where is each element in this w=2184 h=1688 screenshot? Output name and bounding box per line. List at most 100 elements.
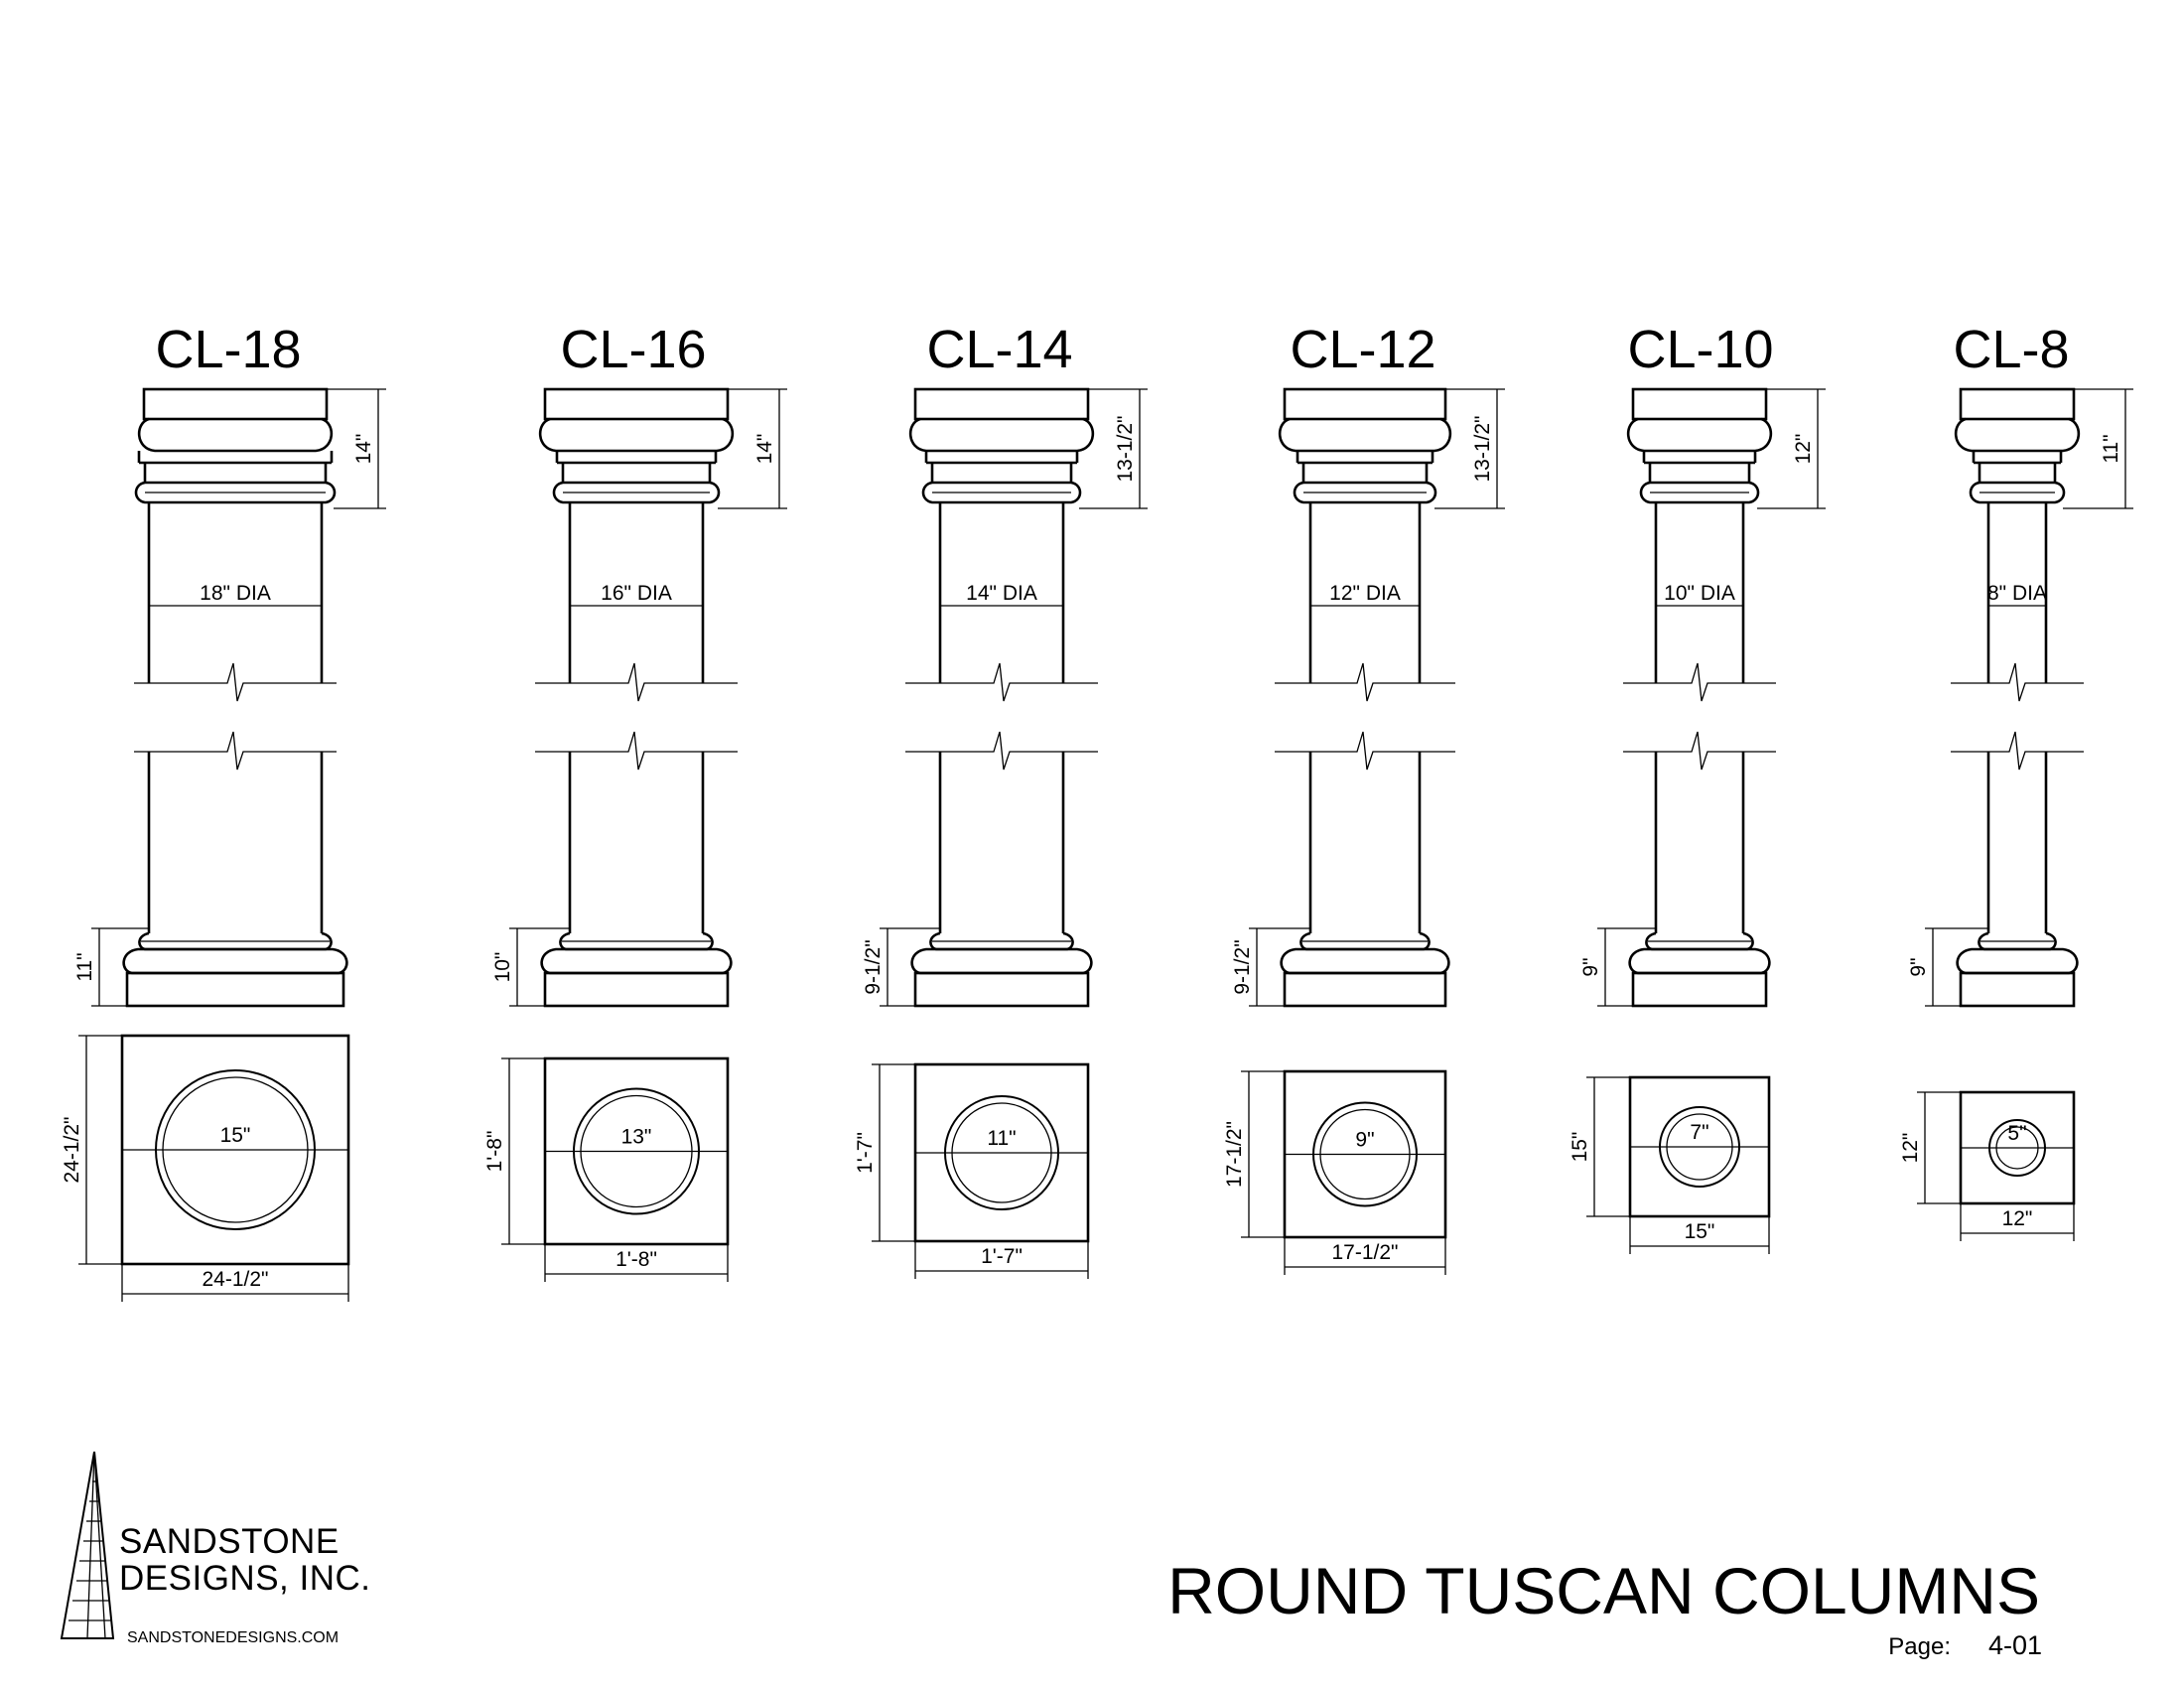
base-height-label: 10" bbox=[491, 952, 514, 983]
shaft: 12" DIA bbox=[1275, 502, 1455, 933]
plinth bbox=[543, 971, 730, 1008]
page-number: 4-01 bbox=[1988, 1630, 2042, 1660]
plan-circle-label: 9" bbox=[1355, 1129, 1374, 1152]
plan-circle-label: 7" bbox=[1690, 1121, 1708, 1144]
sandstone-logo bbox=[60, 1451, 115, 1639]
echinus bbox=[538, 417, 735, 453]
column-cl-8: CL-8 8" DIA 11" 9" 5" 12" 12" bbox=[1899, 320, 2133, 1241]
base bbox=[122, 931, 348, 1008]
break-line-lower bbox=[535, 731, 738, 771]
plan-circle-label: 15" bbox=[220, 1124, 251, 1147]
shaft: 18" DIA bbox=[134, 502, 337, 933]
column-cl-18: CL-18 18" DIA 14" 11" 15" 24-1/2" 24-1/2" bbox=[61, 320, 386, 1302]
echinus bbox=[1626, 417, 1773, 453]
plan-circle-label: 5" bbox=[2007, 1122, 2026, 1145]
page-label: Page: bbox=[1888, 1633, 1951, 1660]
plinth bbox=[1283, 971, 1447, 1008]
torus bbox=[1956, 947, 2079, 975]
capital-height-label: 13-1/2" bbox=[1114, 416, 1137, 483]
plan-height-label: 1'-8" bbox=[483, 1131, 506, 1173]
plinth bbox=[913, 971, 1090, 1008]
base bbox=[540, 931, 733, 1008]
diameter-label: 12" DIA bbox=[1329, 582, 1401, 605]
capital bbox=[538, 387, 735, 504]
plan-height-label: 24-1/2" bbox=[61, 1117, 83, 1184]
abacus bbox=[142, 387, 329, 421]
shaft: 16" DIA bbox=[535, 502, 738, 933]
column-title: CL-12 bbox=[1290, 320, 1435, 379]
abacus bbox=[913, 387, 1090, 421]
break-line-upper bbox=[535, 662, 738, 702]
break-line-lower bbox=[1275, 731, 1455, 771]
base-height-label: 9-1/2" bbox=[1231, 939, 1254, 994]
plan-height-label: 17-1/2" bbox=[1223, 1121, 1246, 1188]
base-height-label: 9-1/2" bbox=[862, 939, 885, 994]
company-name-line2: DESIGNS, INC. bbox=[119, 1559, 370, 1598]
plinth bbox=[1631, 971, 1768, 1008]
plan-width-label: 12" bbox=[2002, 1207, 2033, 1230]
abacus bbox=[1959, 387, 2076, 421]
capital bbox=[1954, 387, 2081, 504]
plan-width-label: 1'-7" bbox=[981, 1245, 1023, 1268]
astragal bbox=[1969, 481, 2066, 504]
torus bbox=[1628, 947, 1771, 975]
astragal bbox=[1293, 481, 1437, 504]
base bbox=[1280, 931, 1450, 1008]
company-website: SANDSTONEDESIGNS.COM bbox=[127, 1629, 339, 1646]
diameter-label: 8" DIA bbox=[1987, 582, 2047, 605]
plinth bbox=[125, 971, 345, 1008]
plan-height-label: 15" bbox=[1569, 1132, 1591, 1163]
plan-width-label: 17-1/2" bbox=[1332, 1241, 1399, 1264]
base bbox=[1956, 931, 2079, 1008]
break-line-lower bbox=[134, 731, 337, 771]
plan-height-label: 1'-7" bbox=[854, 1132, 877, 1174]
break-line-lower bbox=[1951, 731, 2084, 771]
capital-height-label: 13-1/2" bbox=[1471, 416, 1494, 483]
abacus bbox=[1631, 387, 1768, 421]
column-title: CL-16 bbox=[560, 320, 706, 379]
astragal bbox=[134, 481, 337, 504]
plan-circle-label: 11" bbox=[987, 1127, 1016, 1150]
torus bbox=[540, 947, 733, 975]
plan-view: 15" 24-1/2" 24-1/2" bbox=[61, 1034, 350, 1302]
plan-width-label: 24-1/2" bbox=[203, 1268, 269, 1291]
capital bbox=[908, 387, 1095, 504]
torus bbox=[910, 947, 1093, 975]
astragal bbox=[921, 481, 1082, 504]
base-height-label: 11" bbox=[73, 952, 96, 981]
base-height-label: 9" bbox=[1907, 957, 1930, 976]
break-line-lower bbox=[905, 731, 1098, 771]
column-title: CL-10 bbox=[1627, 320, 1773, 379]
plan-view: 13"1'-8"1'-8" bbox=[483, 1056, 730, 1282]
plan-view: 11" 1'-7" 1'-7" bbox=[854, 1062, 1090, 1279]
break-line-upper bbox=[1951, 662, 2084, 702]
column-elevations: CL-18 18" DIA 14" 11" 15" 24-1/2" 24-1/2" CL-16… bbox=[61, 320, 2133, 1302]
abacus bbox=[1283, 387, 1447, 421]
capital-height-label: 11" bbox=[2100, 434, 2122, 463]
column-title: CL-18 bbox=[155, 320, 301, 379]
abacus bbox=[543, 387, 730, 421]
diameter-label: 14" DIA bbox=[966, 582, 1037, 605]
echinus bbox=[137, 417, 334, 453]
break-line-upper bbox=[1623, 662, 1776, 702]
diameter-label: 18" DIA bbox=[200, 582, 271, 605]
column-cl-12: CL-12 12" DIA 13-1/2" 9-1/2" 9" 17-1/2" 17-1/2… bbox=[1223, 320, 1505, 1275]
shaft: 8" DIA bbox=[1951, 502, 2084, 933]
echinus bbox=[908, 417, 1095, 453]
break-line-upper bbox=[1275, 662, 1455, 702]
diameter-label: 16" DIA bbox=[601, 582, 672, 605]
shaft: 10" DIA bbox=[1623, 502, 1776, 933]
sheet-title: ROUND TUSCAN COLUMNS bbox=[1167, 1554, 2040, 1627]
echinus bbox=[1954, 417, 2081, 453]
astragal bbox=[552, 481, 721, 504]
column-title: CL-8 bbox=[1953, 320, 2069, 379]
plan-height-label: 12" bbox=[1899, 1133, 1922, 1164]
capital bbox=[1626, 387, 1773, 504]
capital-height-label: 14" bbox=[352, 434, 375, 465]
company-name-line1: SANDSTONE bbox=[119, 1522, 340, 1561]
break-line-upper bbox=[905, 662, 1098, 702]
